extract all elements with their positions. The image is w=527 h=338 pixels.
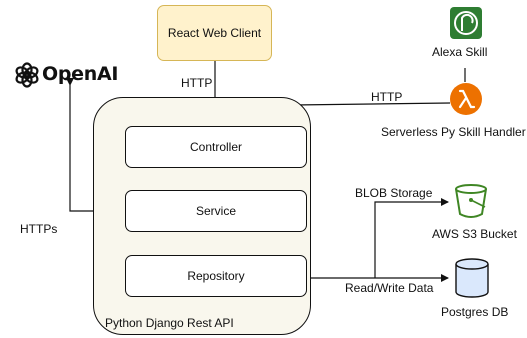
- postgres-db-label: Postgres DB: [441, 305, 509, 319]
- lambda-label: Serverless Py Skill Handler: [381, 125, 526, 139]
- alexa-skill-icon: [450, 7, 482, 39]
- react-web-client-node: React Web Client: [157, 5, 272, 61]
- s3-bucket-icon: [455, 184, 487, 218]
- edge-blob-s3: [374, 198, 449, 278]
- lambda-icon: [450, 83, 482, 115]
- service-node: Service: [125, 190, 307, 232]
- django-api-label: Python Django Rest API: [105, 316, 234, 330]
- controller-node: Controller: [125, 126, 307, 168]
- edge-label-blob-storage: BLOB Storage: [355, 186, 433, 200]
- react-web-client-label: React Web Client: [167, 26, 262, 40]
- alexa-skill-label: Alexa Skill: [432, 45, 488, 59]
- openai-logo-icon: [15, 62, 39, 88]
- service-label: Service: [195, 204, 236, 218]
- controller-label: Controller: [189, 140, 243, 154]
- edge-label-client-http: HTTP: [181, 76, 213, 90]
- edge-label-openai-https: HTTPs: [20, 222, 58, 236]
- s3-bucket-label: AWS S3 Bucket: [432, 227, 517, 241]
- edge-label-read-write: Read/Write Data: [345, 281, 434, 295]
- repository-node: Repository: [125, 255, 307, 297]
- openai-label: OpenAI: [42, 63, 119, 85]
- repository-label: Repository: [187, 269, 245, 283]
- edge-label-lambda-http: HTTP: [371, 90, 403, 104]
- postgres-db-icon: [455, 258, 489, 298]
